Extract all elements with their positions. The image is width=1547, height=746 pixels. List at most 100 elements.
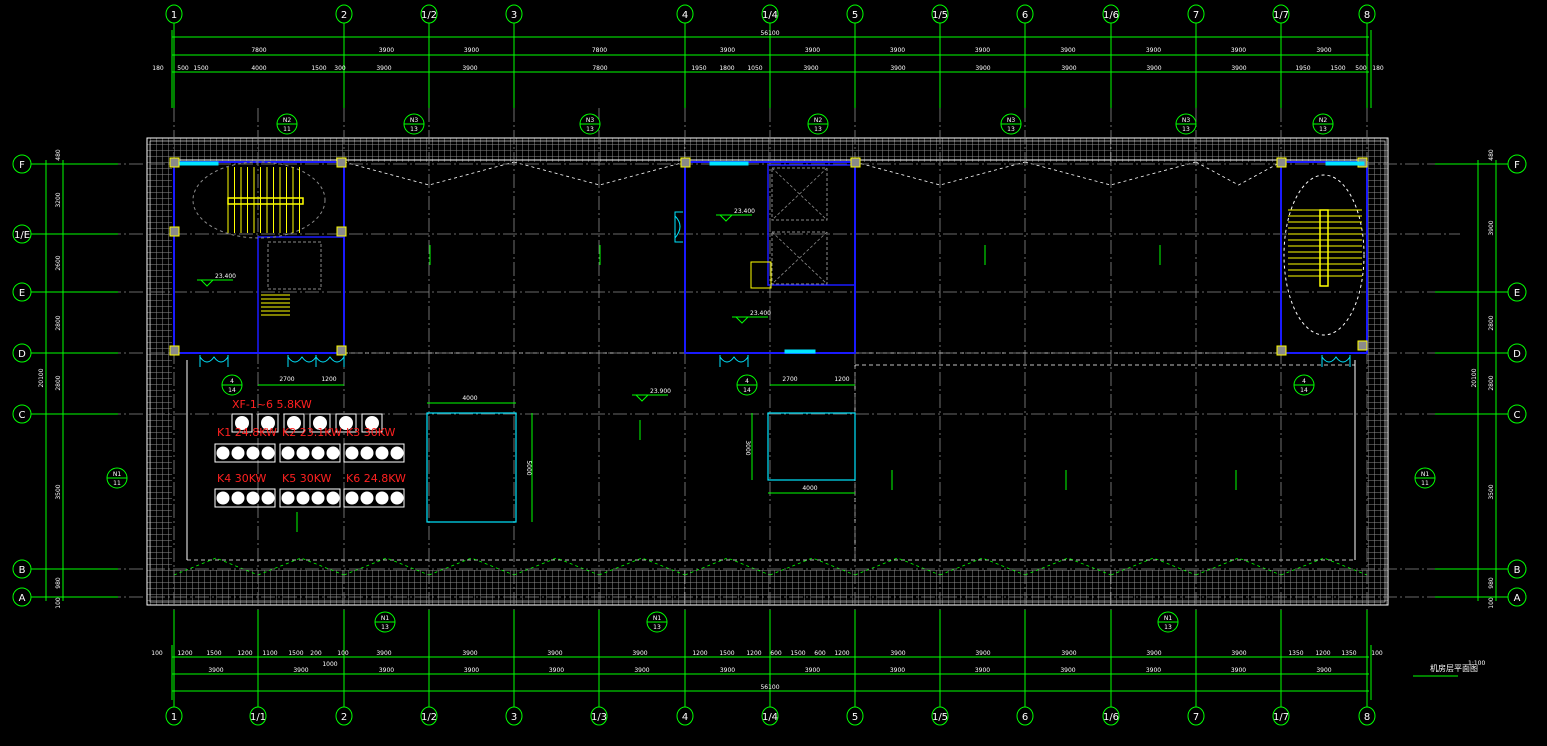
section-id: 4	[745, 378, 749, 385]
elevation-label: 23.900	[650, 388, 671, 395]
ac-unit	[214, 488, 276, 508]
section-id: N1	[113, 471, 121, 478]
dim-label: 3900	[720, 47, 735, 54]
dim-label: 3900	[379, 667, 394, 674]
dim-label: 7800	[251, 47, 266, 54]
axis-bubble	[249, 706, 267, 726]
stair-landing	[227, 197, 304, 205]
fan-icon	[326, 491, 340, 505]
dim-total: 56100	[760, 30, 779, 37]
axis-bubble	[1507, 404, 1527, 424]
axis-label: 4	[682, 10, 688, 21]
axis-bubble	[1507, 154, 1527, 174]
section-sheet: 13	[814, 126, 822, 133]
dim-label: 2800	[1488, 375, 1495, 390]
fan-icon	[311, 446, 325, 460]
equipment-pad	[767, 412, 856, 481]
axis-bubble	[931, 4, 949, 24]
axis-bubble	[12, 154, 32, 174]
section-sheet: 13	[1319, 126, 1327, 133]
axis-label: 1/3	[591, 712, 607, 723]
axis-label: 2	[341, 712, 347, 723]
axis-bubble	[12, 559, 32, 579]
section-sheet: 11	[283, 126, 291, 133]
dim-label: 3900	[720, 667, 735, 674]
dim-label: 1350	[1341, 650, 1356, 657]
dim-label: 100	[151, 650, 163, 657]
axis-bubble	[1272, 4, 1290, 24]
dim-label: 3500	[55, 484, 62, 499]
dim-label: 1500	[288, 650, 303, 657]
door	[199, 355, 229, 367]
dim-label: 2800	[1488, 315, 1495, 330]
axis-label: 6	[1022, 712, 1028, 723]
section-id: N2	[814, 117, 822, 124]
axis-bubble	[505, 4, 523, 24]
drawing-title: 机房层平面图	[1430, 663, 1478, 673]
unit-label: K6 24.8KW	[346, 472, 406, 485]
dim-label: 1200	[1315, 650, 1330, 657]
dim-label: 1350	[1288, 650, 1303, 657]
axis-label: 1/6	[1103, 10, 1119, 21]
exhaust-fan	[335, 413, 357, 433]
axis-label: 7	[1193, 712, 1199, 723]
elevator-car	[771, 231, 828, 285]
unit-label: K1 24.8KW	[217, 426, 277, 439]
axis-label: B	[1514, 565, 1521, 576]
dim-label: 3900	[547, 650, 562, 657]
fan-icon	[246, 491, 260, 505]
dim-label: 3900	[462, 65, 477, 72]
fan-icon	[281, 446, 295, 460]
axis-bubble	[1507, 587, 1527, 607]
dim-label: 100	[1488, 597, 1495, 609]
fan-icon	[365, 416, 379, 430]
fan-icon	[296, 491, 310, 505]
exhaust-fan	[309, 413, 331, 433]
dim-label: 3200	[55, 192, 62, 207]
exhaust-fan	[283, 413, 305, 433]
elevation-label: 23.400	[734, 208, 755, 215]
dim-label: 3900	[1060, 667, 1075, 674]
dim-label: 3900	[1061, 65, 1076, 72]
axis-bubble	[1358, 706, 1376, 726]
axis-label: C	[1514, 410, 1521, 421]
dim-label: 1950	[691, 65, 706, 72]
dim-label: 200	[310, 650, 322, 657]
fan-icon	[231, 446, 245, 460]
fan-icon	[345, 491, 359, 505]
dim-label: 1200	[177, 650, 192, 657]
column	[336, 345, 347, 356]
x	[771, 167, 828, 221]
dim-label: 1500	[206, 650, 221, 657]
axis-label: D	[18, 349, 26, 360]
dim-label: 1500	[1330, 65, 1345, 72]
dim-label: 1200	[834, 650, 849, 657]
section-sheet: 13	[1007, 126, 1015, 133]
axis-bubble	[165, 4, 183, 24]
fan-icon	[390, 491, 404, 505]
axis-bubble	[1187, 4, 1205, 24]
axis-bubble	[676, 706, 694, 726]
axis-bubble	[590, 706, 608, 726]
axis-bubble	[12, 404, 32, 424]
fan-icon	[345, 446, 359, 460]
elevator-shafts	[767, 164, 856, 286]
elevation-mark	[716, 214, 752, 222]
dim-label: 3900	[293, 667, 308, 674]
section-sheet: 14	[743, 387, 751, 394]
elevator-car	[771, 167, 828, 221]
stair-swing-left	[192, 161, 326, 239]
dim-label: 3900	[462, 650, 477, 657]
dim-label: 180	[152, 65, 164, 72]
section-id: N3	[410, 117, 418, 124]
axis-label: 1/4	[762, 712, 778, 723]
axis-label: 1	[171, 712, 177, 723]
exhaust-fan	[257, 413, 279, 433]
stair-swing-right	[1283, 174, 1365, 336]
dim-label: 3900	[1316, 47, 1331, 54]
axis-label: F	[19, 160, 25, 171]
axis-label: 1/5	[932, 712, 948, 723]
